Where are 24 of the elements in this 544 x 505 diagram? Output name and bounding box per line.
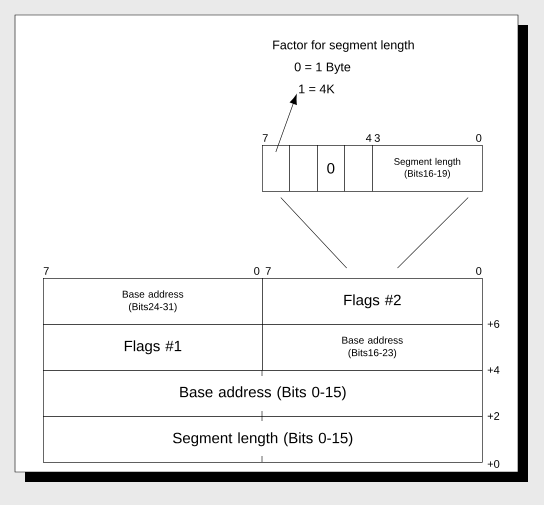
register-field: Base address (Bits16-23) bbox=[262, 324, 483, 371]
register-field: Base address (Bits24-31) bbox=[43, 278, 263, 325]
byte-offset: +0 bbox=[488, 460, 500, 468]
register-field: Segment length (Bits 0-15) bbox=[43, 416, 483, 463]
bit-number: 0 bbox=[254, 267, 260, 275]
expansion-line bbox=[397, 197, 468, 268]
register-field: 0 bbox=[317, 145, 345, 192]
bit-number: 7 bbox=[266, 267, 271, 275]
register-field: Base address (Bits 0-15) bbox=[43, 370, 483, 417]
bit-cell bbox=[262, 145, 290, 192]
annotation-text: Factor for segment length 0 = 1 Byte 1 = 4K bbox=[273, 40, 414, 94]
bit-number: 3 bbox=[374, 134, 380, 142]
register-field: Segment length (Bits16-19) bbox=[372, 145, 483, 192]
byte-offset: +4 bbox=[488, 366, 500, 374]
register-field: Flags #1 bbox=[43, 324, 263, 371]
bit-number: 7 bbox=[262, 134, 268, 142]
expansion-line bbox=[280, 197, 347, 268]
byte-offset: +6 bbox=[488, 320, 500, 328]
bit-number: 4 bbox=[366, 134, 372, 142]
register-field: Flags #2 bbox=[262, 278, 483, 325]
bit-cell bbox=[344, 145, 373, 192]
byte-offset: +2 bbox=[488, 412, 500, 420]
bit-cell bbox=[289, 145, 318, 192]
arrow bbox=[276, 94, 297, 152]
